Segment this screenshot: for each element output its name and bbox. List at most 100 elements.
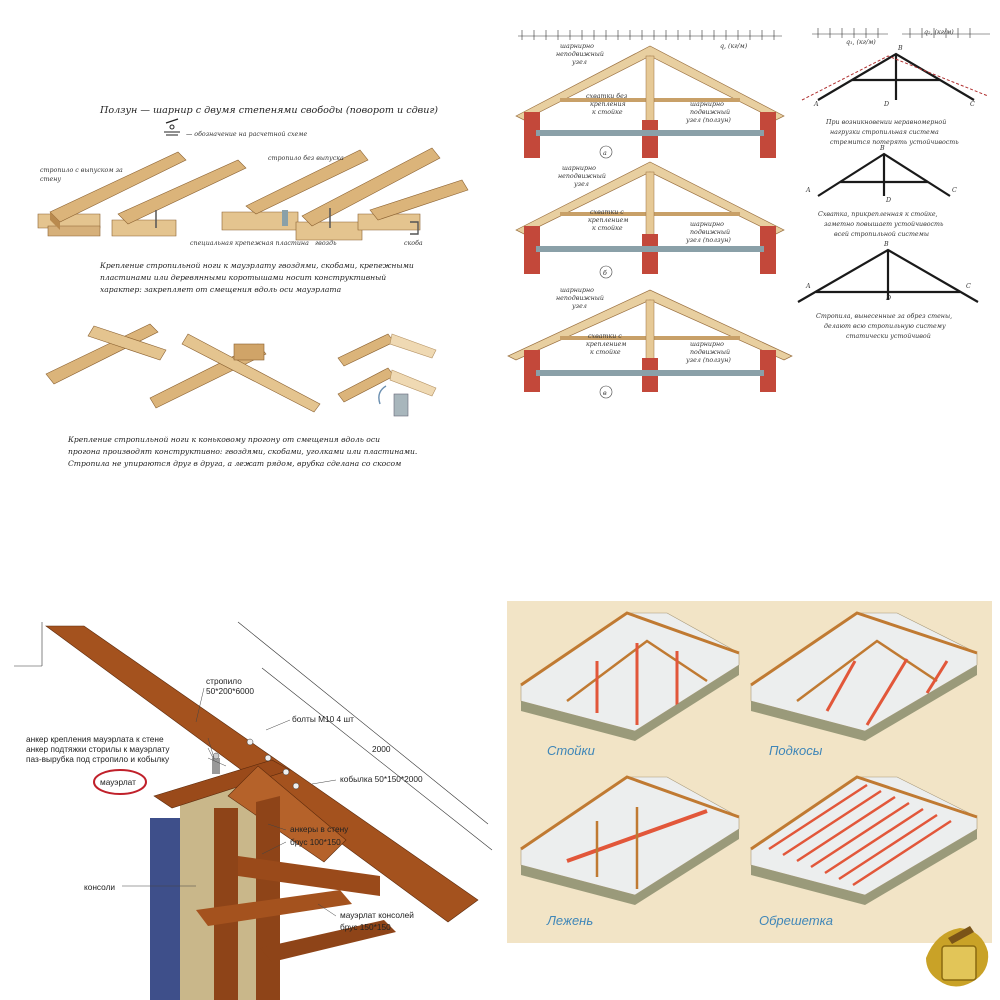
fixed-node-a-3: узел [571, 59, 587, 66]
fixed-node-v-2: неподвижный [556, 295, 604, 302]
house-scheme-a [515, 45, 785, 158]
label-rafter-overhang-1: стропило с выпуском за [40, 167, 123, 174]
scheme-a-marker [599, 145, 613, 159]
note1-line2: нагрузки стропильная система [830, 129, 939, 136]
label-special-plate: специальная крепежная пластина [190, 240, 309, 247]
scheme-b-marker [599, 265, 613, 279]
fixed-node-a-2: неподвижный [556, 51, 604, 58]
node-b-2: B [879, 145, 885, 152]
node-d-3: D [885, 295, 891, 302]
node-b-1: B [897, 45, 903, 52]
console-lower [260, 920, 396, 962]
label-dimension: 2000 [372, 744, 391, 754]
ties-b-1: схватки с [590, 209, 624, 216]
node-c-1: C [970, 101, 975, 108]
ties-a-1: схватки без [586, 93, 628, 100]
mauerlat-console-panel: стропило 50*200*6000 болты М10 4 шт анке… [0, 570, 500, 1000]
stable-truss-overhang [797, 248, 979, 303]
slider-b-2: подвижный [690, 229, 730, 236]
label-anchor-rafter: анкер подтяжки сторилы к мауэрлату [26, 744, 170, 754]
note2-line1: Схватка, прикрепленная к стойке, [818, 211, 938, 218]
node-d-2: D [885, 197, 891, 204]
anchor-icon [212, 752, 220, 774]
rafter-system-schemes-panel: q, (кг/м) а б в шарнирно неподвижный узе [500, 0, 1000, 420]
wall [150, 818, 180, 1000]
ties-v-2: креплением [586, 341, 626, 348]
roof-model-posts [520, 611, 740, 741]
slider-v-1: шарнирно [690, 341, 724, 348]
fixed-node-b-3: узел [573, 181, 589, 188]
slider-v-3: узел (ползун) [685, 357, 731, 364]
slider-a-2: подвижный [690, 109, 730, 116]
node-c-3: C [966, 283, 971, 290]
caption1-line1: Крепление стропильной ноги к мауэрлату г… [99, 261, 414, 270]
label-rafter-size: 50*200*6000 [206, 686, 254, 696]
label-sill: Лежень [546, 913, 593, 928]
node-b-3: B [883, 241, 889, 248]
load-q1-label: q₁, (кг/м) [846, 39, 876, 46]
ties-v-3: к стойке [590, 349, 621, 356]
slider-v-2: подвижный [690, 349, 730, 356]
house-scheme-v [507, 289, 793, 392]
load-q2-label: q₂, (кг/м) [924, 29, 954, 36]
node-a-1: A [813, 101, 819, 108]
slider-a-3: узел (ползун) [685, 117, 731, 124]
ties-v-1: схватки с [588, 333, 622, 340]
kobylka-beam [227, 765, 347, 863]
symbol-note: — обозначение на расчетной схеме [186, 131, 307, 138]
stable-truss-with-tie [817, 152, 951, 197]
mauerlat-highlight [93, 769, 147, 795]
ties-a-3: к стойке [592, 109, 623, 116]
slider-b-3: узел (ползун) [685, 237, 731, 244]
rafter-system-schemes: q, (кг/м) а б в шарнирно неподвижный узе [507, 28, 990, 399]
caption1-line2: пластинами или деревянными коротышами но… [100, 273, 386, 282]
slider-title: Ползун — шарнир с двумя степенями свобод… [99, 105, 438, 116]
console-mauerlat [196, 890, 352, 926]
note1-line3: стремится потерять устойчивость [830, 139, 959, 146]
label-consoles: консоли [84, 882, 115, 892]
roof-model-sill [520, 775, 740, 905]
label-anchors-wall: анкеры в стену [290, 824, 349, 834]
label-rafter: стропило [206, 676, 242, 686]
note2-line2: заметно повышает устойчивость [824, 221, 944, 228]
house-scheme-b [515, 161, 785, 274]
mauerlat-console-drawing: стропило 50*200*6000 болты М10 4 шт анке… [14, 621, 493, 1000]
node-a-3: A [805, 283, 811, 290]
label-braces: Подкосы [769, 743, 823, 758]
console-post-1 [214, 808, 238, 1000]
roof-model-braces [750, 611, 978, 741]
rafter-fastening-panel: Ползун — шарнир с двумя степенями свобод… [0, 0, 500, 500]
console-beam [238, 856, 380, 896]
scheme-v-marker [599, 385, 613, 399]
label-kobylka: кобылка 50*150*2000 [340, 774, 423, 784]
fixed-node-b-1: шарнирно [562, 165, 596, 172]
caption1-line3: характер: закрепляет от смещения вдоль о… [100, 285, 342, 294]
caption2-line2: прогона производят конструктивно: гвоздя… [68, 447, 417, 456]
label-staple: скоба [404, 240, 423, 247]
mauerlat-joints-drawing [37, 147, 469, 241]
distributed-load-arrows [518, 30, 782, 40]
note3-line3: статически устойчивой [846, 333, 931, 340]
roof-model-battens [750, 775, 978, 905]
node-d-1: D [883, 101, 889, 108]
ties-b-2: креплением [588, 217, 628, 224]
label-battens: Обрешетка [759, 913, 833, 928]
label-beam-150: брус 150*150 [340, 922, 391, 932]
site-logo-icon [926, 926, 989, 987]
ridge-joints-drawing [45, 323, 437, 417]
ties-a-2: крепления [590, 101, 626, 108]
node-a-2: A [805, 187, 811, 194]
caption2-line3: Стропила не упираются друг в друга, а ле… [68, 459, 401, 468]
dimension-lines [14, 621, 493, 851]
bolts-icon [246, 738, 300, 790]
label-mauerlat: мауэрлат [100, 777, 136, 787]
fixed-node-b-2: неподвижный [558, 173, 606, 180]
label-bolts: болты М10 4 шт [292, 714, 354, 724]
note2-line3: всей стропильной системы [834, 231, 929, 238]
scheme-a-letter: а [603, 150, 607, 157]
leader-lines [122, 687, 337, 917]
load-q-label: q, (кг/м) [720, 43, 748, 50]
note1-line1: При возникновении неравномерной [825, 119, 946, 126]
fixed-node-v-1: шарнирно [560, 287, 594, 294]
rafter-fastening-illustration: Ползун — шарнир с двумя степенями свобод… [37, 105, 469, 468]
